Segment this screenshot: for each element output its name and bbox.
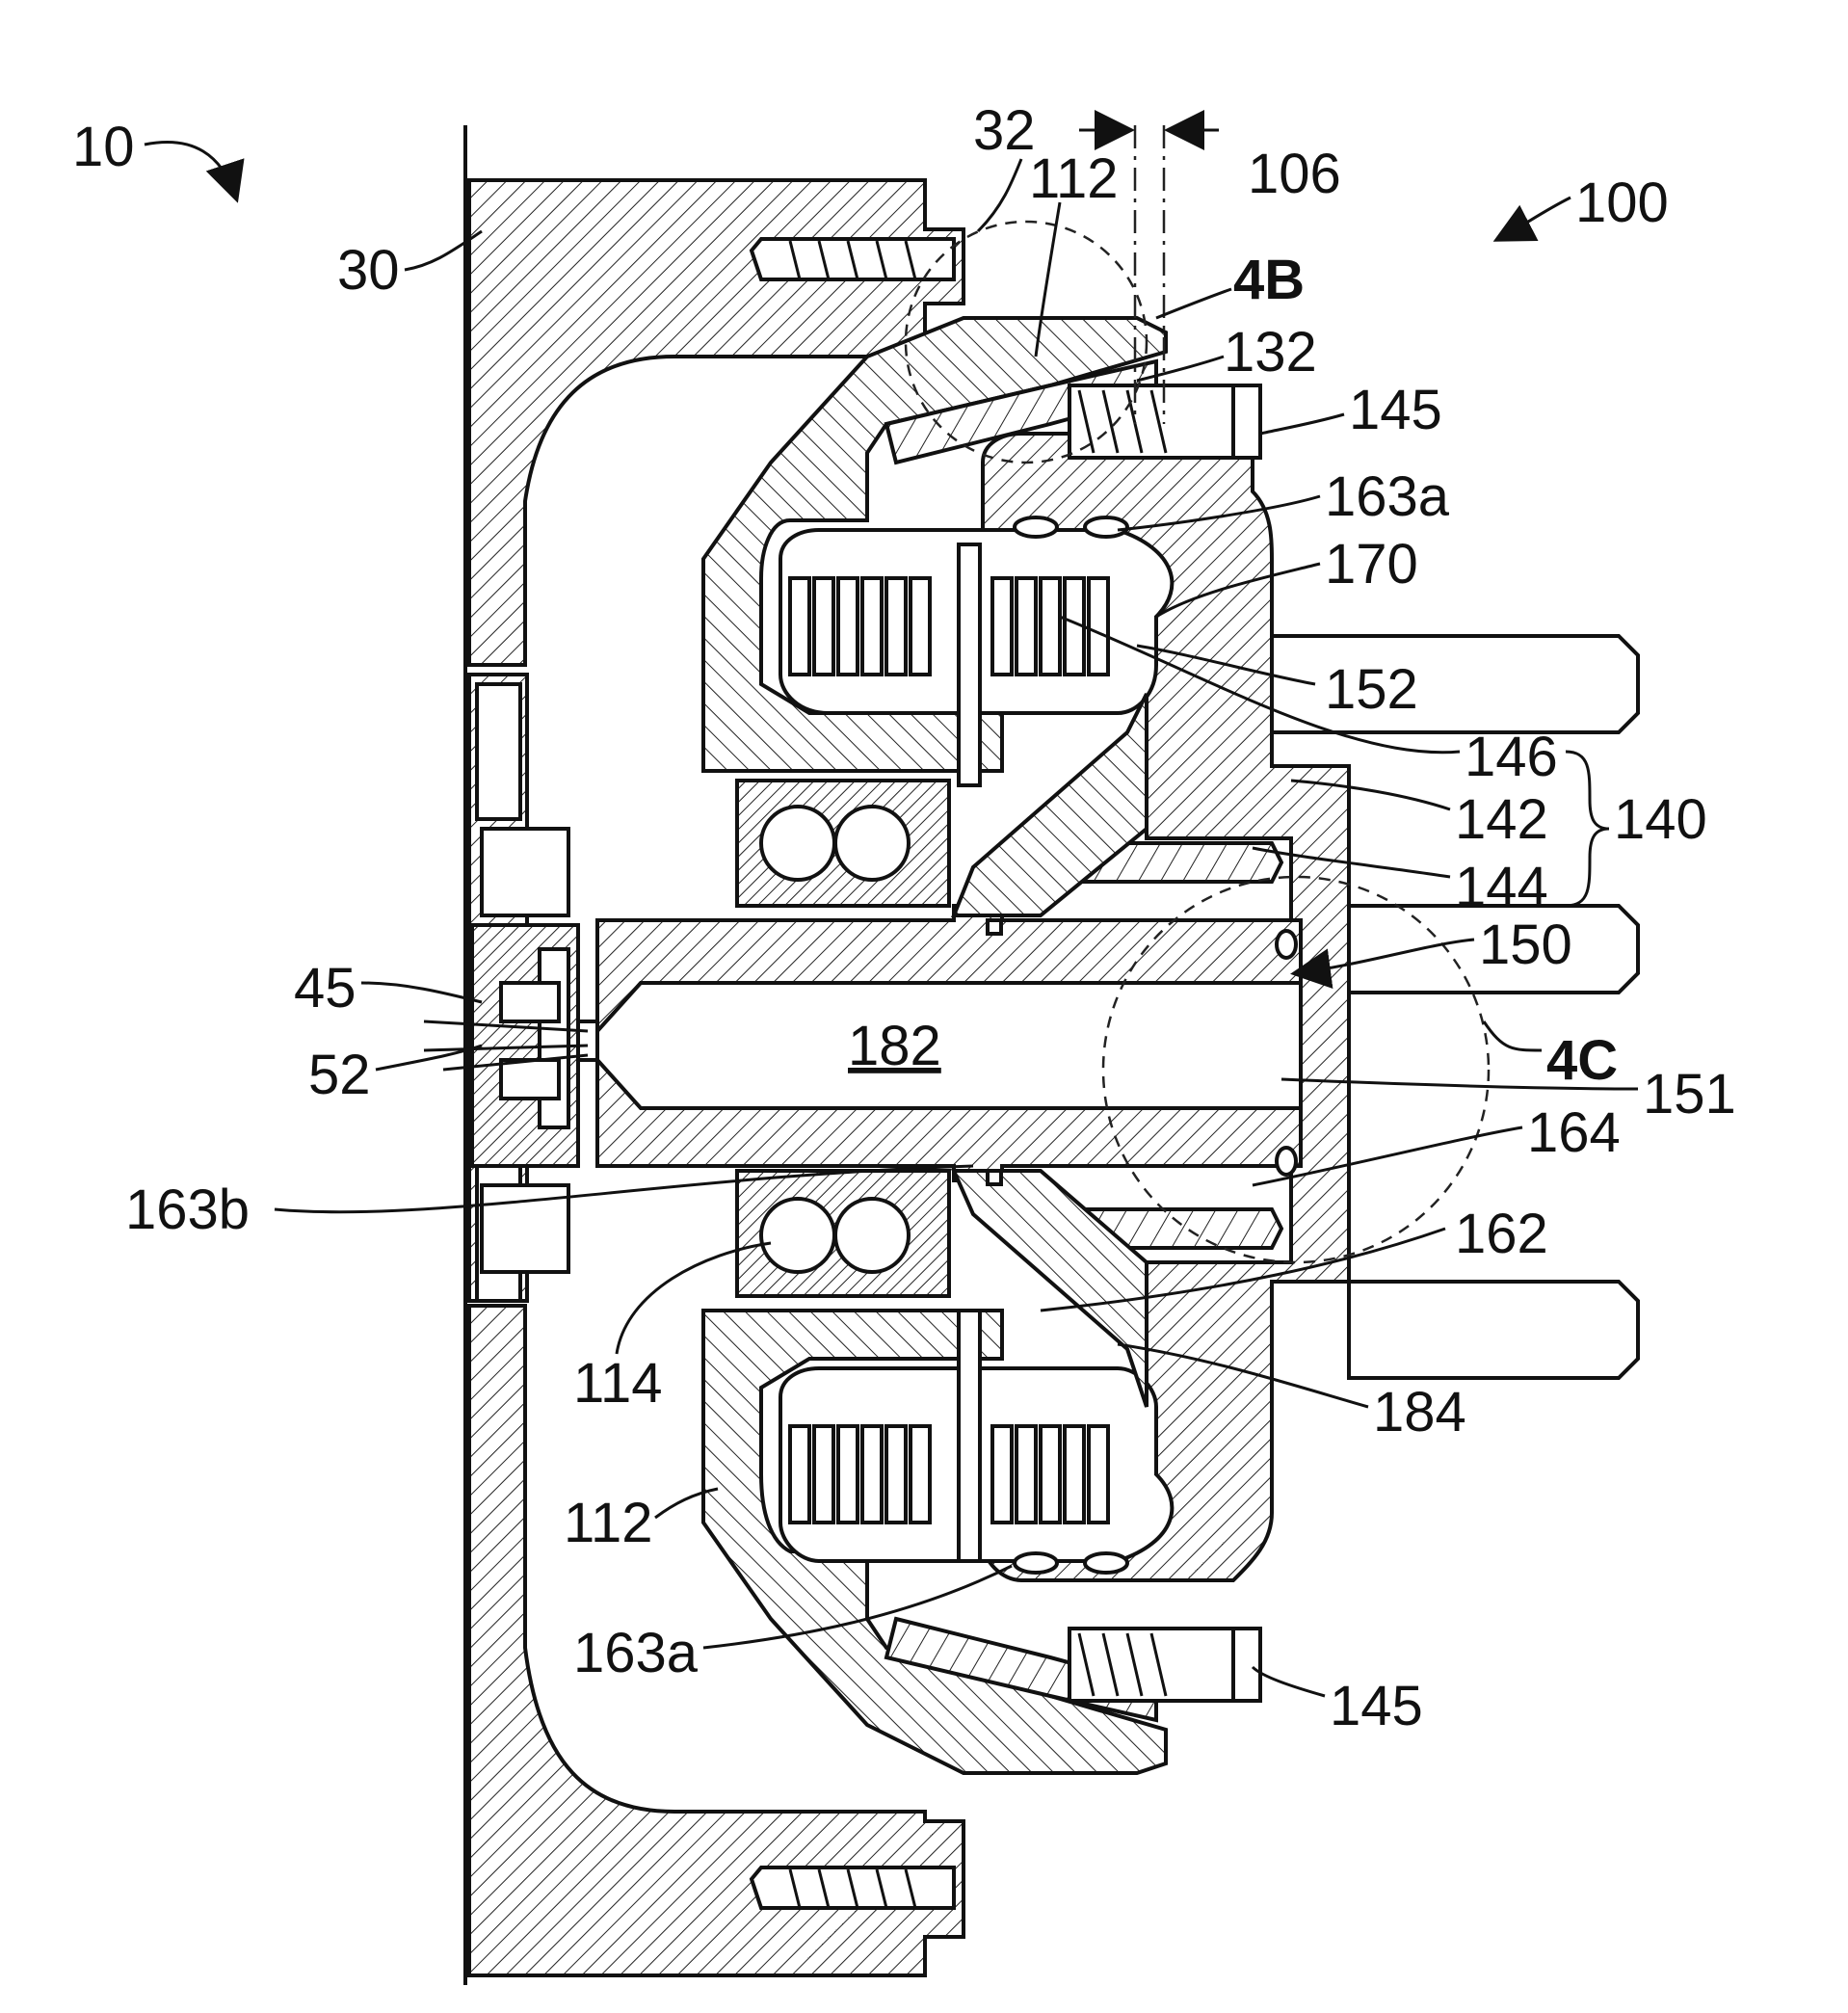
label-163a-bottom: 163a: [573, 1622, 699, 1684]
label-4C: 4C: [1546, 1029, 1618, 1092]
label-10: 10: [72, 116, 135, 178]
label-140: 140: [1614, 788, 1707, 851]
label-45: 45: [294, 957, 356, 1020]
label-170: 170: [1325, 533, 1418, 596]
label-52: 52: [308, 1044, 371, 1106]
label-145-top: 145: [1349, 379, 1442, 441]
label-112-top: 112: [1029, 147, 1118, 210]
label-32: 32: [973, 99, 1036, 162]
label-142: 142: [1455, 788, 1548, 851]
label-30: 30: [337, 239, 400, 302]
label-164: 164: [1527, 1101, 1621, 1164]
label-163b: 163b: [125, 1179, 250, 1241]
label-4B: 4B: [1233, 249, 1305, 311]
label-100: 100: [1575, 172, 1669, 234]
label-151: 151: [1643, 1063, 1736, 1126]
label-132: 132: [1224, 321, 1317, 384]
label-145-bottom: 145: [1330, 1675, 1423, 1737]
label-112-bottom: 112: [564, 1492, 652, 1554]
label-150: 150: [1479, 914, 1572, 976]
label-162: 162: [1455, 1203, 1548, 1265]
label-106: 106: [1248, 143, 1341, 205]
label-114: 114: [573, 1352, 662, 1415]
label-184: 184: [1373, 1381, 1466, 1444]
label-144: 144: [1455, 856, 1548, 918]
label-146: 146: [1465, 726, 1558, 788]
label-152: 152: [1325, 658, 1418, 721]
label-163a-top: 163a: [1325, 465, 1450, 528]
label-182: 182: [848, 1015, 941, 1077]
bracket-140: [1566, 752, 1609, 906]
